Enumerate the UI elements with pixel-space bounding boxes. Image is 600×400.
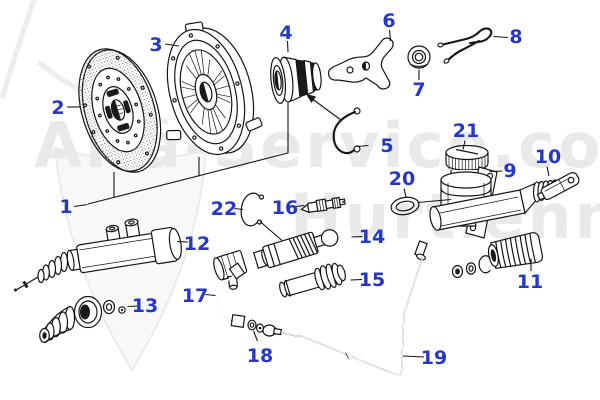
part-3-pressure-plate	[166, 21, 263, 156]
part-label-21[interactable]: 21	[453, 120, 479, 142]
part-label-11[interactable]: 11	[517, 271, 543, 293]
part-2-clutch-disc	[78, 48, 162, 173]
part-label-15[interactable]: 15	[359, 269, 385, 291]
part-label-12[interactable]: 12	[184, 233, 210, 255]
part-4-release-bearing	[270, 56, 322, 104]
part-label-1[interactable]: 1	[59, 196, 72, 218]
part-10-push-rod	[536, 172, 580, 201]
part-7-bushing	[407, 45, 431, 69]
part-13-washer-kit	[39, 295, 126, 344]
part-label-16[interactable]: 16	[272, 197, 298, 219]
part-label-13[interactable]: 13	[132, 295, 158, 317]
part-16-bleed-screw	[300, 196, 346, 214]
part-label-20[interactable]: 20	[389, 168, 415, 190]
part-label-18[interactable]: 18	[247, 345, 273, 367]
part-11-boot	[451, 232, 544, 279]
part-label-19[interactable]: 19	[421, 347, 447, 369]
part-12-cylinder	[14, 218, 182, 292]
part-label-10[interactable]: 10	[535, 146, 561, 168]
part-label-7[interactable]: 7	[412, 79, 425, 101]
part-19-pipe	[280, 257, 424, 376]
part-label-9[interactable]: 9	[503, 160, 516, 182]
part-6-release-fork	[327, 37, 394, 90]
part-9-master-cylinder	[414, 166, 568, 261]
part-label-17[interactable]: 17	[182, 285, 208, 307]
part-label-14[interactable]: 14	[359, 226, 385, 248]
part-5-spring	[306, 94, 361, 155]
part-label-5[interactable]: 5	[380, 135, 393, 157]
leader-lines	[67, 29, 550, 358]
part-label-8[interactable]: 8	[509, 26, 522, 48]
part-label-3[interactable]: 3	[149, 34, 162, 56]
part-15-piston	[279, 262, 346, 298]
part-18-fittings	[247, 319, 282, 337]
part-label-2[interactable]: 2	[51, 97, 64, 119]
part-label-22[interactable]: 22	[211, 198, 237, 220]
part-22-circlip	[240, 192, 265, 227]
part-label-6[interactable]: 6	[382, 10, 395, 32]
part-label-4[interactable]: 4	[279, 22, 292, 44]
part-8-retaining-clip	[437, 27, 493, 64]
part-17-hose	[217, 262, 246, 328]
